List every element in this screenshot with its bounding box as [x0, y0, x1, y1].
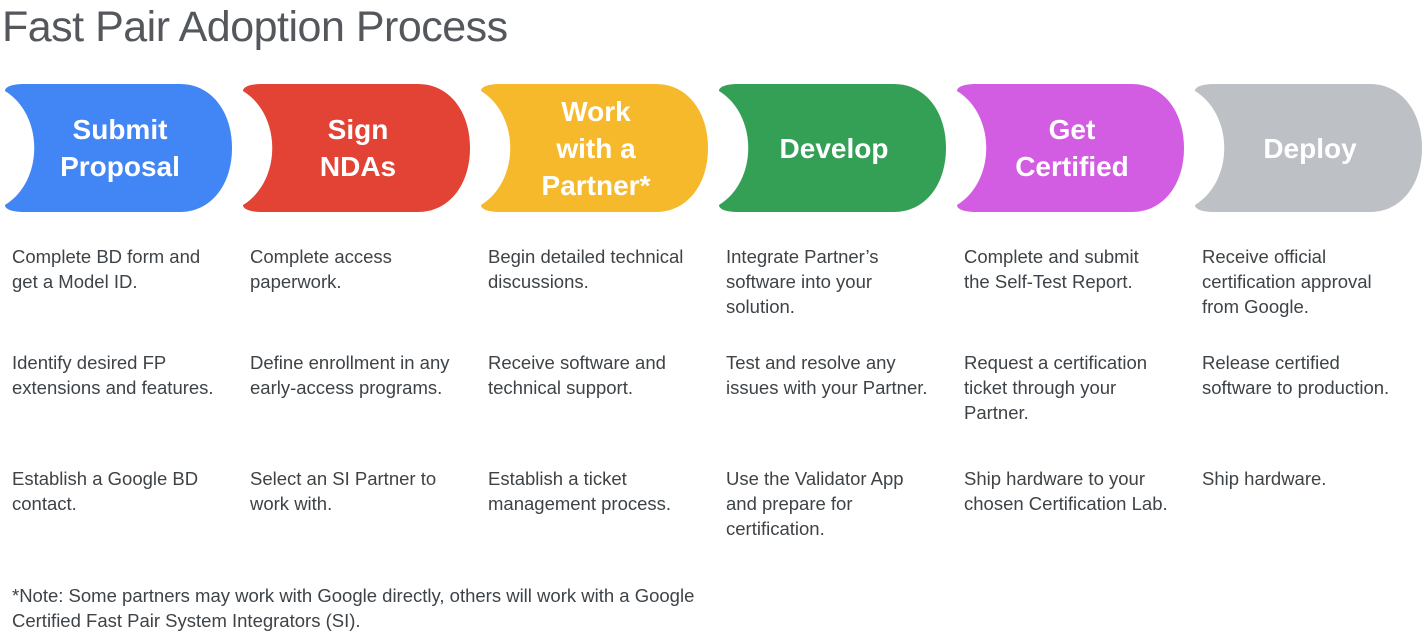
step-text: Complete BD form and get a Model ID.: [12, 246, 201, 293]
steps-column-work-with-partner: Begin detailed technical discussions. Re…: [478, 244, 708, 583]
stage-pill-submit-proposal: Submit Proposal: [2, 84, 232, 213]
stage-label-line: NDAs: [319, 151, 397, 183]
stage-pill-sign-ndas: Sign NDAs: [240, 84, 470, 213]
stage-label: Work with a Partner*: [516, 84, 676, 212]
step-text: Identify desired FP extensions and featu…: [12, 352, 214, 399]
stage-label-line: Certified: [1015, 151, 1129, 183]
step-text: Receive official certification approval …: [1202, 246, 1372, 318]
stage-pill-shape: [719, 84, 946, 213]
step-text: Begin detailed technical discussions.: [488, 246, 684, 293]
stage-pill-shape: [481, 84, 708, 213]
stage-pill-shape: [243, 84, 470, 213]
step-text: Request a certification ticket through y…: [964, 352, 1148, 424]
step-text: Select an SI Partner to work with.: [250, 468, 437, 515]
step-text: Complete and submit the Self-Test Report…: [964, 246, 1139, 293]
footnote: *Note: Some partners may work with Googl…: [12, 585, 695, 632]
stage-label-line: with a: [556, 132, 636, 164]
stage-label-line: Develop: [779, 132, 889, 164]
stage-label: Develop: [754, 84, 914, 212]
steps-column-submit-proposal: Complete BD form and get a Model ID. Ide…: [2, 244, 232, 583]
stage-pill-develop: Develop: [716, 84, 946, 213]
stage-label-line: Work: [561, 95, 631, 127]
step-text: Receive software and technical support.: [488, 352, 666, 399]
stage-pill-work-with-partner: Work with a Partner*: [478, 84, 708, 213]
stage-steps-grid: Complete BD form and get a Model ID. Ide…: [2, 244, 1423, 583]
stage-label-line: Sign: [327, 114, 389, 146]
steps-column-sign-ndas: Complete access paperwork. Define enroll…: [240, 244, 470, 583]
step-text: Test and resolve any issues with your Pa…: [726, 352, 928, 399]
stage-label-line: Deploy: [1263, 132, 1357, 164]
step-text: Use the Validator App and prepare for ce…: [726, 468, 904, 540]
stage-label-line: Get: [1048, 114, 1096, 146]
step-text: Complete access paperwork.: [250, 246, 392, 293]
step-text: Establish a Google BD contact.: [12, 468, 199, 515]
step-text: Ship hardware to your chosen Certificati…: [964, 468, 1168, 515]
stage-pill-get-certified: Get Certified: [954, 84, 1184, 213]
steps-column-get-certified: Complete and submit the Self-Test Report…: [954, 244, 1184, 583]
step-text: Release certified software to production…: [1202, 352, 1390, 399]
stage-pill-shape: [957, 84, 1184, 213]
steps-column-deploy: Receive official certification approval …: [1192, 244, 1422, 583]
stage-pill-shape: [1195, 84, 1422, 213]
stage-label-line: Proposal: [60, 151, 180, 183]
step-text: Define enrollment in any early-access pr…: [250, 352, 450, 399]
stage-label: Sign NDAs: [278, 84, 438, 212]
stage-label: Get Certified: [992, 84, 1152, 212]
step-text: Establish a ticket management process.: [488, 468, 672, 515]
steps-column-develop: Integrate Partner’s software into your s…: [716, 244, 946, 583]
stage-label: Deploy: [1230, 84, 1390, 212]
stage-pill-deploy: Deploy: [1192, 84, 1422, 213]
step-text: Ship hardware.: [1202, 468, 1327, 490]
stage-label: Submit Proposal: [40, 84, 200, 212]
stage-label-line: Partner*: [541, 169, 651, 201]
stage-pill-shape: [5, 84, 232, 213]
step-text: Integrate Partner’s software into your s…: [726, 246, 879, 318]
stage-pill-row: Submit Proposal Sign NDAs Work with a: [2, 84, 1423, 213]
page-title: Fast Pair Adoption Process: [2, 3, 508, 51]
stage-label-line: Submit: [72, 114, 168, 146]
